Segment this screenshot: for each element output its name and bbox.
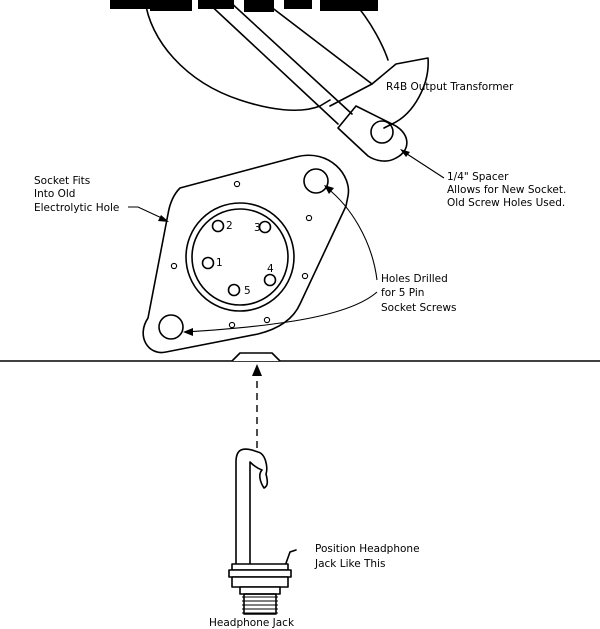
jack-solder-tab — [284, 549, 297, 567]
socket-plate-outline — [142, 154, 350, 354]
transformer-body — [144, 0, 331, 112]
holes-drilled-line-2: for 5 Pin — [381, 287, 424, 299]
position-jack-line-1: Position Headphone — [315, 543, 420, 555]
socket-inner-ring — [191, 208, 289, 306]
pin-label: 2 — [226, 220, 233, 232]
holes-drilled-arrow-upper — [326, 187, 378, 281]
socket-pin-2: 2 — [211, 219, 233, 233]
old-screw-hole — [228, 321, 236, 329]
socket-fits-line-2: Into Old — [34, 188, 75, 200]
socket-pin-4: 4 — [263, 263, 277, 287]
chassis-jack-hole — [231, 352, 281, 362]
old-screw-hole — [305, 214, 313, 222]
old-screw-hole — [301, 272, 309, 280]
socket-fits-arrowhead — [158, 215, 169, 222]
mounting-tab-hole — [370, 120, 394, 144]
pin-label: 5 — [244, 285, 251, 297]
holes-drilled-arrowhead-lower — [183, 328, 193, 336]
jack-frame — [231, 576, 289, 588]
transformer-body-right — [351, 0, 389, 61]
insertion-guide-arrowhead — [252, 364, 262, 376]
jack-threaded-bushing — [242, 593, 278, 615]
old-screw-hole — [170, 262, 178, 270]
label-socket-fits: Socket Fits Into Old Electrolytic Hole — [34, 175, 119, 214]
label-transformer: R4B Output Transformer — [386, 81, 514, 93]
holes-drilled-arrow-lower — [185, 291, 378, 333]
jack-spring-contact — [235, 448, 269, 567]
socket-fits-arrow — [128, 206, 167, 221]
jack-insulator-mid — [228, 569, 292, 578]
socket-pin-3: 3 — [254, 220, 272, 234]
output-transformer — [110, 0, 429, 162]
pin-label: 4 — [267, 263, 274, 275]
spacer-line-2: Allows for New Socket. — [447, 184, 566, 196]
position-jack-line-2: Jack Like This — [314, 558, 385, 570]
socket-plate: 1 2 3 4 5 — [142, 154, 350, 354]
jack-nut — [239, 586, 281, 595]
mount-hole-top-right — [303, 168, 329, 194]
socket-fits-line-1: Socket Fits — [34, 175, 90, 187]
label-position-jack: Position Headphone Jack Like This — [314, 543, 420, 570]
spacer-arrowhead — [400, 149, 410, 157]
label-headphone-jack: Headphone Jack — [209, 617, 295, 629]
spacer-line-1: 1/4" Spacer — [447, 171, 509, 183]
holes-drilled-line-3: Socket Screws — [381, 302, 457, 314]
socket-pin-5: 5 — [227, 283, 251, 297]
label-holes-drilled: Holes Drilled for 5 Pin Socket Screws — [381, 273, 457, 314]
holes-drilled-arrowhead-upper — [324, 185, 334, 194]
pin-label: 3 — [254, 222, 261, 234]
label-spacer: 1/4" Spacer Allows for New Socket. Old S… — [447, 171, 566, 209]
socket-pin-1: 1 — [201, 256, 223, 270]
transformer-end-bracket — [329, 57, 429, 129]
mounting-tab — [337, 105, 408, 162]
headphone-jack — [228, 448, 297, 615]
holes-drilled-line-1: Holes Drilled — [381, 273, 448, 285]
spacer-line-3: Old Screw Holes Used. — [447, 197, 565, 209]
transformer-top-bars — [110, 0, 378, 12]
old-screw-hole — [263, 316, 271, 324]
transformer-mount-arm — [204, 0, 373, 125]
socket-fits-line-3: Electrolytic Hole — [34, 202, 119, 214]
old-screw-hole — [233, 180, 241, 188]
pin-label: 1 — [216, 257, 223, 269]
spacer-arrow — [403, 151, 445, 179]
jack-insulator-top — [231, 563, 289, 571]
socket-outer-ring — [185, 202, 295, 312]
mount-hole-bottom-left — [158, 314, 184, 340]
